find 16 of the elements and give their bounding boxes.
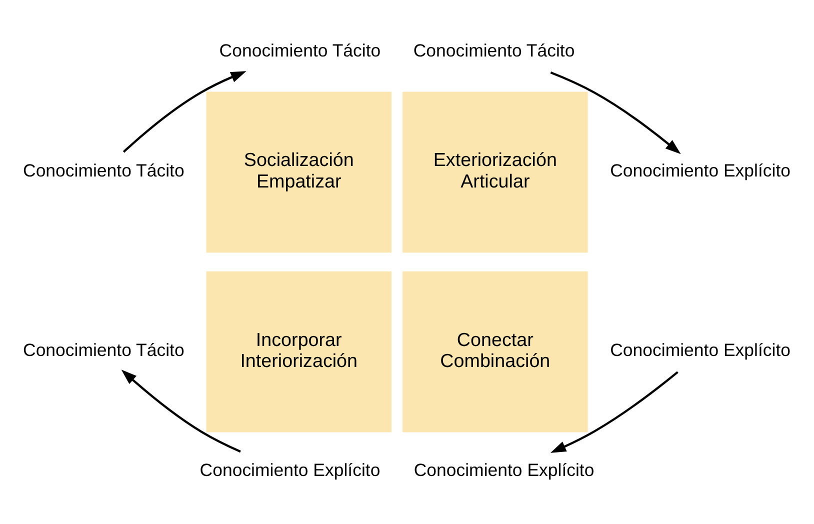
node-text: Conocimiento Tácito: [23, 160, 184, 180]
arrow: [122, 71, 246, 153]
node-text: Conocimiento Tácito: [23, 340, 184, 360]
node-text: Conocimiento Tácito: [413, 40, 575, 61]
arrow: [550, 371, 678, 453]
node-box: Conectar Combinación: [402, 271, 588, 432]
node-text: Conocimiento Explícito: [414, 460, 594, 480]
node-text: Conocimiento Explícito: [610, 160, 791, 180]
arrow: [550, 71, 681, 154]
node-box: Incorporar Interiorización: [206, 271, 392, 432]
node-text: Conocimiento Tácito: [219, 40, 381, 61]
arrow: [121, 370, 241, 453]
node-text: Conocimiento Explícito: [200, 460, 380, 480]
node-box: Socialización Empatizar: [206, 92, 392, 253]
node-box: Exteriorización Articular: [402, 92, 588, 253]
node-text: Conocimiento Explícito: [610, 340, 791, 360]
